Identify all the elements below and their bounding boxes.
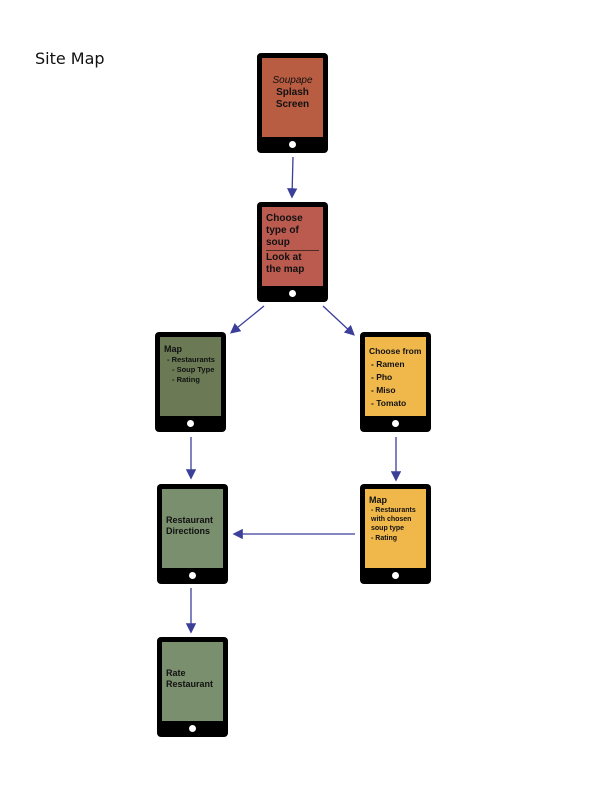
screen: Rate Restaurant	[162, 642, 223, 721]
screen: Choose from - Ramen - Pho - Miso - Tomat…	[365, 337, 426, 416]
screen-label: Splash	[276, 87, 309, 98]
screen-title: Map	[164, 344, 182, 354]
home-button-icon	[289, 141, 296, 148]
screen-label: Rate Restaurant	[166, 668, 214, 689]
page-title: Site Map	[35, 49, 105, 68]
arrow-choose-to-map	[229, 305, 265, 334]
screen-label: Restaurant Directions	[166, 515, 214, 536]
home-button-icon	[289, 290, 296, 297]
home-button-icon	[392, 572, 399, 579]
home-button-icon	[187, 420, 194, 427]
screen-label: Screen	[275, 99, 310, 110]
list-item: - Soup Type	[172, 365, 215, 374]
screen: Map - Restaurants - Soup Type - Rating	[160, 337, 221, 416]
list-item: - Pho	[371, 372, 393, 382]
app-name: Soupape	[272, 75, 313, 86]
choose-from-screen-node: Choose from - Ramen - Pho - Miso - Tomat…	[360, 332, 431, 432]
list-item: - Miso	[371, 385, 396, 395]
home-button-icon	[392, 420, 399, 427]
splash-screen-node: Soupape Splash Screen	[257, 53, 328, 153]
list-item: - Tomato	[371, 398, 407, 408]
screen-title: Choose from	[369, 346, 422, 356]
map-filtered-screen-node: Map - Restaurants with chosen soup type …	[360, 484, 431, 584]
list-item: - Ramen	[371, 359, 405, 369]
list-item: - Restaurants	[167, 355, 215, 364]
look-map-label: Look at the map	[266, 250, 319, 276]
screen-title: Map	[369, 495, 387, 505]
list-item: - Rating	[371, 535, 398, 542]
home-button-icon	[189, 572, 196, 579]
arrow-choose-to-choose-from	[322, 305, 355, 336]
home-button-icon	[189, 725, 196, 732]
screen: Map - Restaurants with chosen soup type …	[365, 489, 426, 568]
choose-screen-node: Choose type of soup Look at the map	[257, 202, 328, 302]
choose-soup-label: Choose type of soup	[266, 213, 303, 248]
arrow-splash-to-choose	[287, 156, 298, 199]
list-item: - Rating	[172, 375, 200, 384]
screen: Restaurant Directions	[162, 489, 223, 568]
screen: Soupape Splash Screen	[262, 58, 323, 137]
directions-screen-node: Restaurant Directions	[157, 484, 228, 584]
list-item: - Restaurants with chosen soup type	[371, 507, 416, 532]
screen: Choose type of soup Look at the map	[262, 207, 323, 286]
rate-screen-node: Rate Restaurant	[157, 637, 228, 737]
map-screen-node: Map - Restaurants - Soup Type - Rating	[155, 332, 226, 432]
